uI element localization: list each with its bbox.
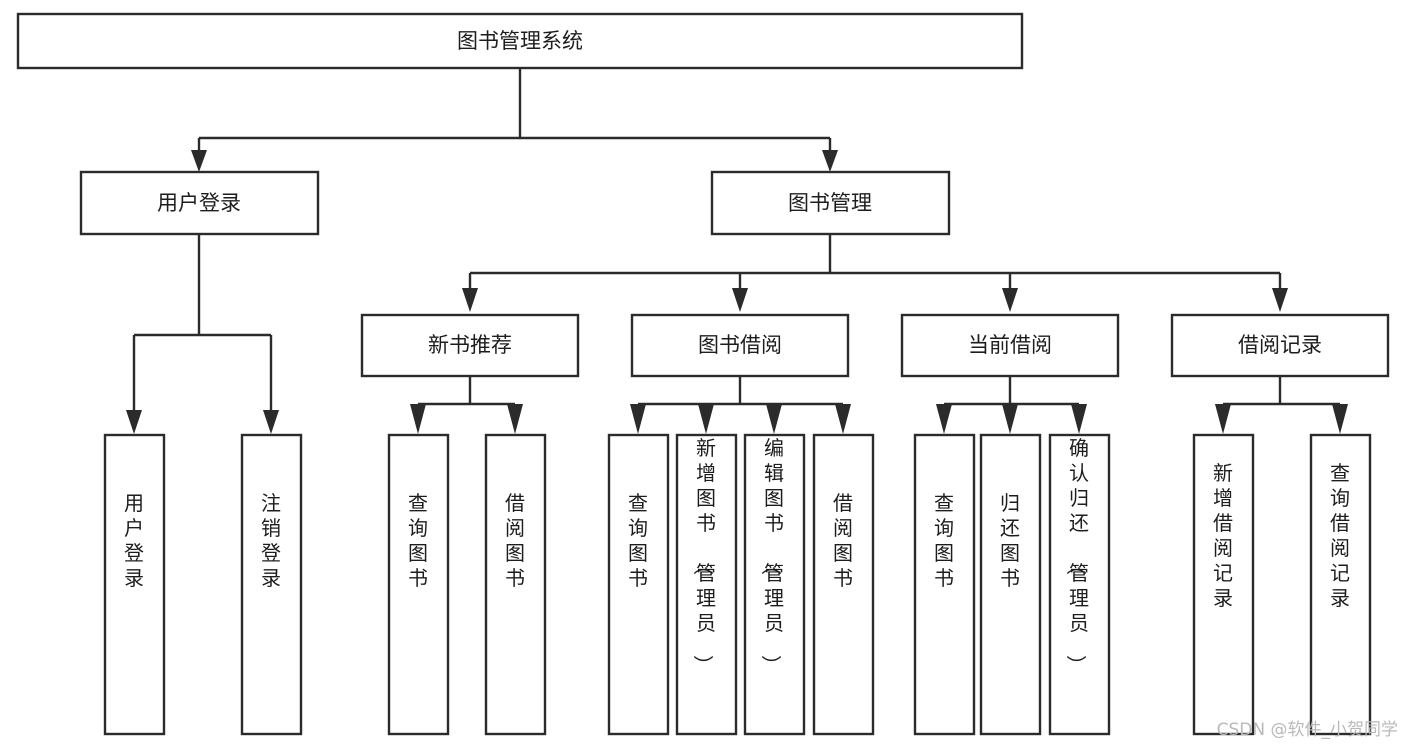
connector-group-new-book-recommend [410, 376, 523, 434]
node-book-borrow-label: 图书借阅 [698, 333, 782, 357]
arrow-to-leaf-return-book [1002, 404, 1018, 434]
node-leaf-query-book-1-label: 查询图书 [408, 491, 428, 590]
node-leaf-edit-book-box[interactable] [743, 433, 806, 736]
node-leaf-query-book-1-box[interactable] [387, 433, 450, 736]
node-root-label: 图书管理系统 [457, 29, 583, 53]
node-leaf-add-book[interactable]: 新增图书（管理员） [675, 433, 738, 736]
connector-group-root [191, 68, 838, 172]
node-borrow-record-label: 借阅记录 [1238, 333, 1322, 357]
arrow-to-leaf-user-login [126, 410, 142, 434]
node-leaf-borrow-book-1[interactable]: 借阅图书 [484, 433, 547, 736]
node-new-book-recommend[interactable]: 新书推荐 [360, 313, 580, 378]
arrow-to-new-book-recommend [462, 288, 478, 312]
node-leaf-query-book-3[interactable]: 查询图书 [913, 433, 976, 736]
node-leaf-add-record-box[interactable] [1192, 433, 1255, 736]
node-leaf-query-book-2-label: 查询图书 [628, 491, 648, 590]
arrow-to-leaf-add-record [1215, 404, 1231, 434]
node-leaf-borrow-book-1-label: 借阅图书 [505, 491, 525, 590]
node-book-borrow[interactable]: 图书借阅 [630, 313, 850, 378]
node-leaf-edit-book[interactable]: 编辑图书（管理员） [743, 433, 806, 736]
node-user-login-label: 用户登录 [157, 191, 241, 215]
node-leaf-query-book-3-box[interactable] [913, 433, 976, 736]
node-leaf-query-record-box[interactable] [1309, 433, 1372, 736]
node-user-login-box[interactable] [79, 170, 320, 236]
node-leaf-add-book-box[interactable] [675, 433, 738, 736]
node-leaf-borrow-book-2[interactable]: 借阅图书 [812, 433, 875, 736]
node-book-borrow-box[interactable] [630, 313, 850, 378]
node-leaf-user-logout-label: 注销登录 [261, 491, 281, 590]
node-current-borrow-box[interactable] [900, 313, 1120, 378]
node-leaf-query-book-2-box[interactable] [607, 433, 670, 736]
node-leaf-return-book[interactable]: 归还图书 [979, 433, 1042, 736]
node-borrow-record-box[interactable] [1170, 313, 1390, 378]
node-leaf-query-book-3-label: 查询图书 [934, 491, 954, 590]
node-leaf-query-record[interactable]: 查询借阅记录 [1309, 433, 1372, 736]
node-current-borrow-label: 当前借阅 [968, 333, 1052, 357]
node-leaf-user-login-box[interactable] [103, 433, 166, 736]
node-book-management[interactable]: 图书管理 [710, 170, 951, 236]
arrow-to-leaf-user-logout [263, 410, 279, 434]
arrow-to-user-login [191, 150, 207, 172]
node-root-box[interactable] [16, 12, 1024, 70]
node-leaf-confirm-return-label: 确认归还（管理员） [1064, 436, 1089, 675]
node-leaf-edit-book-label: 编辑图书（管理员） [759, 436, 784, 675]
node-leaf-return-book-label: 归还图书 [1000, 491, 1020, 590]
node-user-login[interactable]: 用户登录 [79, 170, 320, 236]
arrow-to-leaf-confirm-return [1071, 404, 1087, 434]
node-current-borrow[interactable]: 当前借阅 [900, 313, 1120, 378]
arrow-to-leaf-borrow-book-2 [835, 404, 851, 434]
node-leaf-borrow-book-2-label: 借阅图书 [833, 491, 853, 590]
watermark-label: CSDN @软件_小贺同学 [1217, 720, 1398, 740]
node-new-book-recommend-label: 新书推荐 [428, 333, 512, 357]
node-leaf-add-book-label: 新增图书（管理员） [691, 436, 716, 675]
node-leaf-user-login-label: 用户登录 [124, 491, 144, 590]
node-leaf-query-book-1[interactable]: 查询图书 [387, 433, 450, 736]
node-leaf-user-login[interactable]: 用户登录 [103, 433, 166, 736]
node-leaf-return-book-box[interactable] [979, 433, 1042, 736]
arrow-to-leaf-query-book-3 [936, 404, 952, 434]
node-leaf-add-record-label: 新增借阅记录 [1213, 461, 1233, 610]
node-book-management-label: 图书管理 [788, 191, 872, 215]
arrow-to-borrow-record [1272, 288, 1288, 312]
arrow-to-leaf-add-book [698, 404, 714, 434]
arrow-to-book-borrow [732, 288, 748, 312]
node-borrow-record[interactable]: 借阅记录 [1170, 313, 1390, 378]
arrow-to-leaf-edit-book [766, 404, 782, 434]
node-leaf-borrow-book-1-box[interactable] [484, 433, 547, 736]
connector-group-book-management [462, 234, 1288, 312]
arrow-to-leaf-query-book-2 [630, 404, 646, 434]
arrow-to-book-management [822, 150, 838, 172]
connector-group-book-borrow [630, 376, 851, 434]
arrow-to-leaf-query-record [1332, 404, 1348, 434]
node-leaf-confirm-return[interactable]: 确认归还（管理员） [1048, 433, 1111, 736]
node-book-management-box[interactable] [710, 170, 951, 236]
connector-group-current-borrow [936, 376, 1087, 434]
node-leaf-confirm-return-box[interactable] [1048, 433, 1111, 736]
arrow-to-leaf-borrow-book-1 [507, 404, 523, 434]
node-root[interactable]: 图书管理系统 [16, 12, 1024, 70]
node-leaf-borrow-book-2-box[interactable] [812, 433, 875, 736]
connector-group-borrow-record [1215, 376, 1348, 434]
node-leaf-user-logout[interactable]: 注销登录 [240, 433, 303, 736]
arrow-to-leaf-query-book-1 [410, 404, 426, 434]
connector-group-user-login [126, 234, 279, 434]
node-leaf-query-book-2[interactable]: 查询图书 [607, 433, 670, 736]
node-leaf-query-record-label: 查询借阅记录 [1330, 461, 1350, 610]
node-new-book-recommend-box[interactable] [360, 313, 580, 378]
node-leaf-add-record[interactable]: 新增借阅记录 [1192, 433, 1255, 736]
node-leaf-user-logout-box[interactable] [240, 433, 303, 736]
arrow-to-current-borrow [1002, 288, 1018, 312]
